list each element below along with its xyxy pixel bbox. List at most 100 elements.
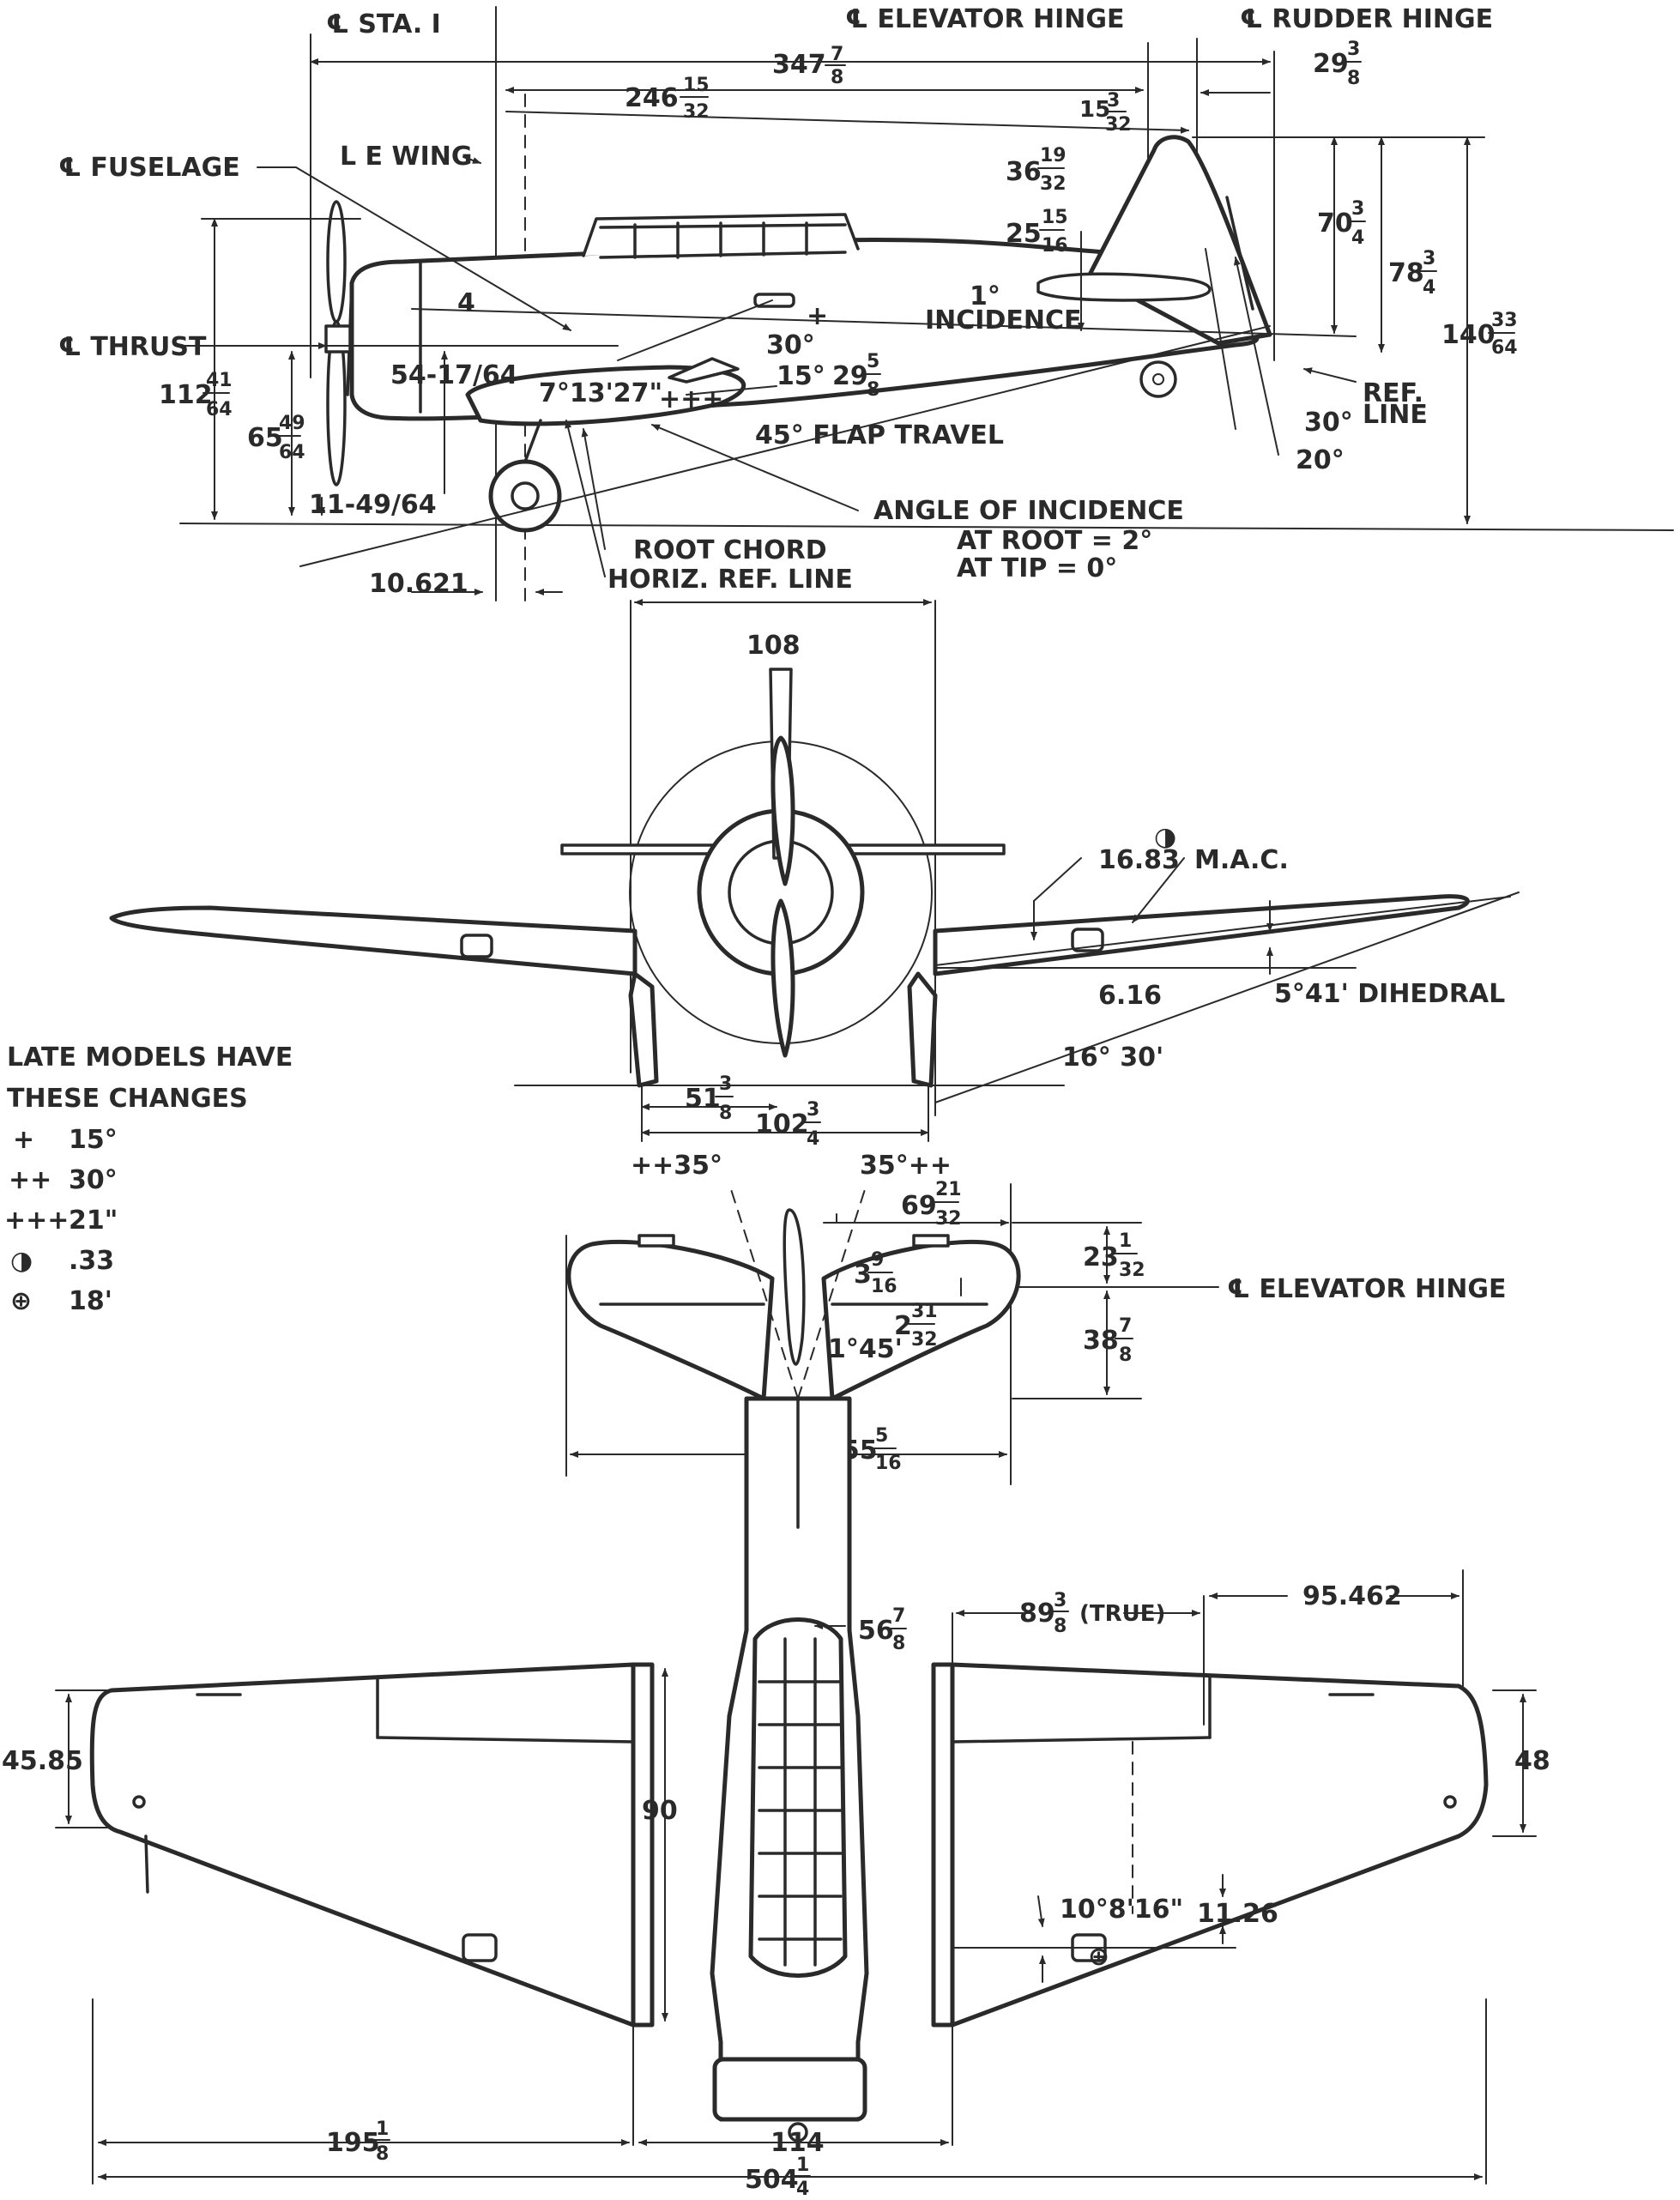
- dim-504-1-4: 504 1 4: [745, 2155, 811, 2200]
- legend-value: 18': [69, 1286, 112, 1316]
- root-chord-label: ROOT CHORD: [633, 535, 827, 565]
- svg-text:3: 3: [1054, 1590, 1067, 1611]
- dim-6-16: 6.16: [1098, 981, 1162, 1011]
- dim-48: 48: [1514, 1746, 1550, 1776]
- legend-symbol: ◑: [10, 1246, 33, 1276]
- right-35-angle: 35°++: [860, 1151, 952, 1181]
- svg-text:32: 32: [935, 1208, 962, 1230]
- dim-70-3-4: 70 3 4: [1317, 198, 1366, 249]
- svg-text:32: 32: [1119, 1260, 1145, 1281]
- tail-view: ℄ ELEVATOR HINGE ++35° 35°++ 69 21 32 23…: [565, 1151, 1507, 1485]
- svg-text:56: 56: [858, 1616, 894, 1646]
- svg-text:32: 32: [683, 101, 710, 123]
- svg-text:3: 3: [1423, 248, 1435, 269]
- incidence-1-degree: 1°: [970, 281, 1000, 311]
- svg-text:9: 9: [871, 1249, 884, 1271]
- angle-20-tail: 20°: [1296, 445, 1345, 475]
- svg-text:1: 1: [376, 2118, 389, 2140]
- svg-text:195: 195: [326, 2128, 380, 2158]
- at-tip-label: AT TIP = 0°: [957, 553, 1117, 583]
- angle-15: 15°: [777, 361, 825, 391]
- svg-text:140: 140: [1441, 320, 1496, 350]
- svg-text:21: 21: [935, 1179, 962, 1200]
- svg-text:3: 3: [1351, 198, 1364, 220]
- svg-text:7: 7: [892, 1605, 905, 1627]
- svg-text:64: 64: [206, 399, 233, 420]
- svg-text:8: 8: [831, 67, 843, 88]
- svg-text:16: 16: [871, 1276, 897, 1297]
- svg-text:32: 32: [1105, 114, 1132, 136]
- svg-text:4: 4: [796, 2179, 809, 2200]
- dim-95-462: 95.462: [1302, 1581, 1402, 1611]
- svg-text:29: 29: [832, 361, 868, 391]
- wing-incidence-angle: 7°13'27": [539, 378, 662, 408]
- svg-text:29: 29: [1313, 49, 1349, 79]
- svg-text:64: 64: [1491, 337, 1518, 359]
- svg-text:36: 36: [1006, 157, 1042, 187]
- dim-45-85: 45.85: [2, 1746, 83, 1776]
- incidence-label: INCIDENCE: [925, 305, 1081, 335]
- dim-38-7-8: 38 7 8: [1083, 1315, 1133, 1366]
- angle-30: 30°: [766, 330, 815, 360]
- dim-140-33-64: 140 33 64: [1441, 310, 1518, 359]
- svg-text:19: 19: [1040, 145, 1067, 166]
- svg-text:32: 32: [911, 1329, 938, 1351]
- dim-11-49-64: 11-49/64: [309, 490, 437, 520]
- dim-51-3-8: 51 3 8: [685, 1073, 734, 1124]
- crossed-circle-symbol: ⊕: [1088, 1942, 1109, 1972]
- dihedral-label: 5°41' DIHEDRAL: [1274, 979, 1505, 1009]
- svg-text:33: 33: [1491, 310, 1518, 331]
- svg-text:3: 3: [1347, 39, 1360, 60]
- legend-symbol: ⊕: [10, 1286, 32, 1316]
- legend-value: 21": [69, 1206, 118, 1236]
- svg-text:1: 1: [1119, 1230, 1132, 1252]
- dim-69-21-32: 69 21 32: [901, 1179, 962, 1230]
- svg-text:31: 31: [911, 1301, 938, 1322]
- legend: LATE MODELS HAVE THESE CHANGES + 15° ++ …: [4, 1043, 293, 1316]
- plan-view: 89 3 8 (TRUE) 95.462 56 7 8 45.85 90 48 …: [2, 1396, 1550, 2200]
- svg-text:49: 49: [279, 413, 305, 434]
- svg-text:7: 7: [831, 44, 843, 65]
- svg-text:15: 15: [1079, 97, 1110, 123]
- dim-11-26: 11.26: [1197, 1899, 1278, 1929]
- svg-text:64: 64: [279, 442, 305, 463]
- legend-symbol: +: [13, 1125, 34, 1155]
- svg-text:8: 8: [719, 1103, 732, 1124]
- svg-text:504: 504: [745, 2165, 799, 2195]
- rudder-hinge-label: ℄ RUDDER HINGE: [1240, 4, 1493, 34]
- angle-of-incidence-label: ANGLE OF INCIDENCE: [873, 496, 1184, 526]
- svg-text:4: 4: [1423, 277, 1435, 299]
- dim-29-3-8: 29 3 8: [1313, 39, 1362, 89]
- flap-travel-label: 45° FLAP TRAVEL: [755, 420, 1004, 450]
- svg-text:41: 41: [206, 370, 233, 391]
- front-view: 108 ◑ 16.83 M.A.C. 6.16 5°41' DIHEDRAL 1…: [109, 599, 1520, 1150]
- legend-value: 30°: [69, 1165, 118, 1195]
- svg-text:2: 2: [894, 1311, 912, 1341]
- svg-text:8: 8: [892, 1633, 905, 1654]
- svg-text:38: 38: [1083, 1326, 1119, 1356]
- svg-text:8: 8: [1054, 1616, 1067, 1637]
- legend-value: 15°: [69, 1125, 118, 1155]
- svg-text:65: 65: [247, 423, 283, 453]
- elevator-hinge-label-tail: ℄ ELEVATOR HINGE: [1227, 1274, 1507, 1304]
- dim-25-15-16: 25 15 16: [1006, 207, 1068, 257]
- svg-text:1: 1: [796, 2155, 809, 2176]
- dim-114: 114: [771, 2128, 825, 2158]
- svg-text:69: 69: [901, 1191, 937, 1221]
- svg-text:3: 3: [854, 1260, 872, 1290]
- dim-16-83: 16.83: [1098, 845, 1180, 875]
- angle-16-30: 16° 30': [1062, 1043, 1163, 1073]
- svg-text:89: 89: [1019, 1599, 1055, 1629]
- svg-text:4: 4: [1351, 227, 1364, 249]
- svg-text:102: 102: [755, 1109, 809, 1139]
- legend-symbol: ++: [9, 1165, 51, 1195]
- line-label: LINE: [1363, 400, 1428, 430]
- dim-347: 347 7 8: [772, 44, 846, 88]
- dim-246: 246 15 32: [625, 75, 710, 123]
- dim-4: 4: [457, 288, 475, 318]
- svg-text:7: 7: [1119, 1315, 1132, 1337]
- plus-marker: +: [807, 301, 828, 331]
- thrust-label: ℄ THRUST: [58, 332, 207, 362]
- legend-title-line1: LATE MODELS HAVE: [7, 1043, 293, 1073]
